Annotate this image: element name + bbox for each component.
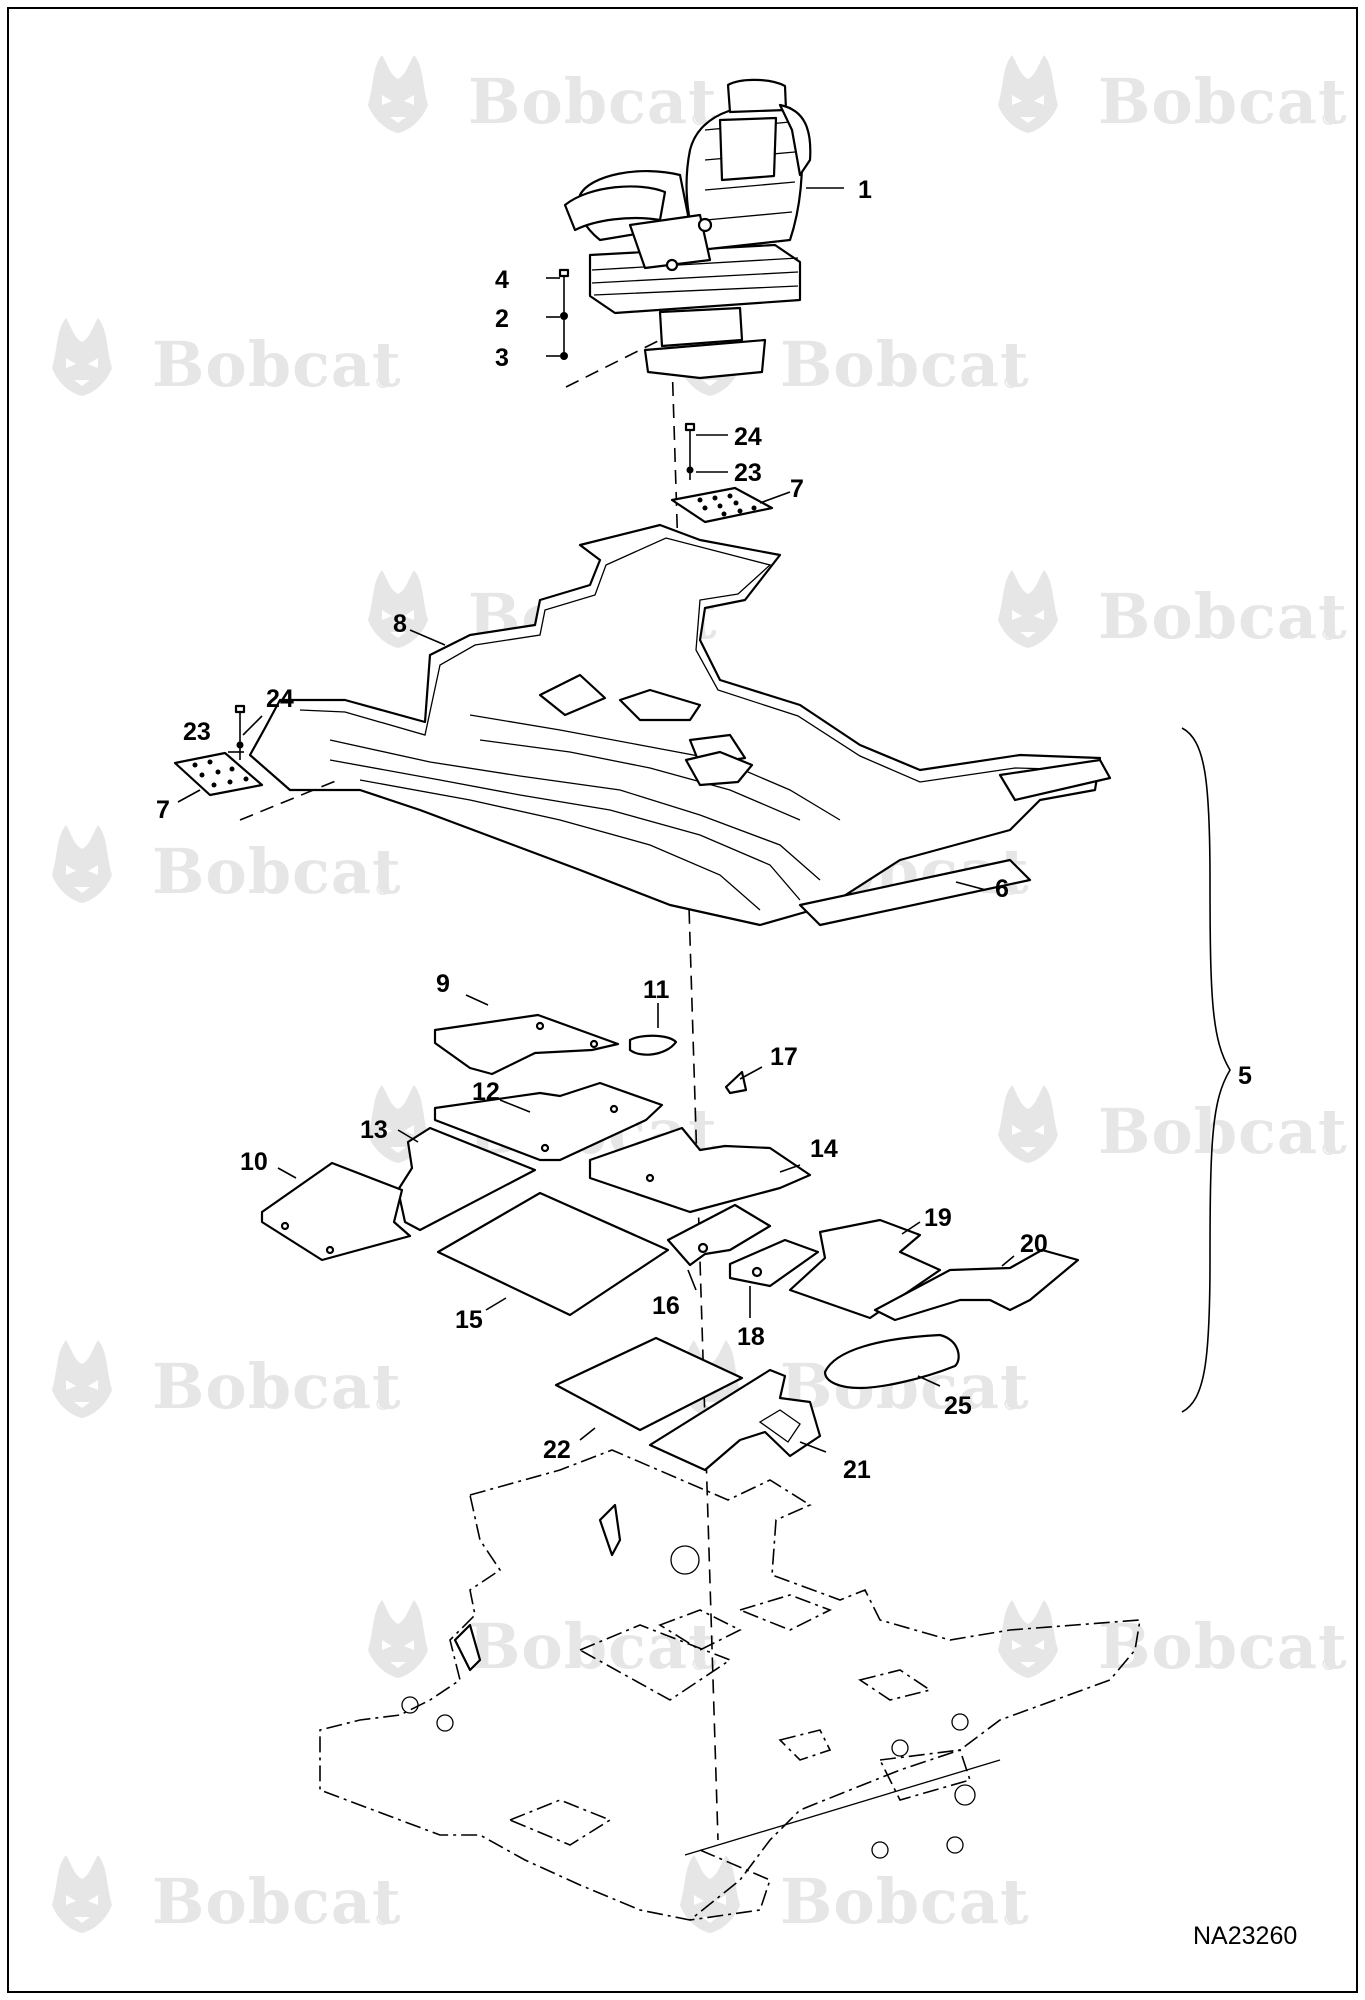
- svg-text:®: ®: [1320, 1654, 1339, 1675]
- svg-text:®: ®: [374, 1909, 393, 1930]
- svg-text:Bobcat: Bobcat: [780, 328, 1030, 401]
- callout-2: 2: [495, 305, 509, 333]
- callout-17: 17: [770, 1043, 798, 1071]
- callout-20: 20: [1020, 1230, 1048, 1258]
- callout-8: 8: [393, 610, 407, 638]
- callout-7-right: 7: [790, 475, 804, 503]
- watermark: Bobcat ®: [680, 318, 1030, 401]
- mat-17: [724, 1070, 748, 1095]
- watermark: Bobcat ®: [998, 55, 1348, 138]
- callout-12: 12: [472, 1078, 500, 1106]
- mat-20: [873, 1248, 1080, 1322]
- callout-4: 4: [495, 266, 509, 294]
- callout-15: 15: [455, 1306, 483, 1334]
- svg-text:®: ®: [1320, 1139, 1339, 1160]
- cab-base-frame: [319, 1449, 1141, 1921]
- mat-19: [788, 1218, 942, 1320]
- callout-19: 19: [924, 1204, 952, 1232]
- svg-text:Bobcat: Bobcat: [152, 328, 402, 401]
- callout-9: 9: [436, 970, 450, 998]
- left-plate-mount-line: [239, 779, 339, 821]
- mat-11: [628, 1034, 678, 1056]
- seat-bolt-stack: [558, 268, 570, 360]
- mat-9: [433, 1013, 620, 1076]
- svg-text:®: ®: [374, 879, 393, 900]
- callout-14: 14: [810, 1135, 838, 1163]
- mat-14: [588, 1126, 812, 1214]
- callout-labels: 1 2 3 4 5 6 7 7 8 9 10 11 12 13 14 15 16…: [156, 176, 1297, 1950]
- watermark: Bobcat ®: [52, 1340, 402, 1423]
- callout-7-left: 7: [156, 796, 170, 824]
- mat-18: [728, 1238, 820, 1288]
- mat-10: [260, 1161, 412, 1262]
- document-id: NA23260: [1193, 1922, 1297, 1950]
- mat-16: [666, 1203, 772, 1267]
- svg-text:®: ®: [1002, 1909, 1021, 1930]
- watermark: Bobcat ®: [998, 570, 1348, 653]
- callout-18: 18: [737, 1323, 765, 1351]
- svg-text:®: ®: [374, 1394, 393, 1415]
- step-plate-right: [670, 422, 774, 524]
- callout-5: 5: [1238, 1062, 1252, 1090]
- watermark: Bobcat ®: [52, 318, 402, 401]
- watermark: Bobcat ®: [52, 825, 402, 908]
- callout-23-right: 23: [734, 459, 762, 487]
- step-plate-left: [173, 704, 264, 797]
- watermark: Bobcat ®: [368, 55, 718, 138]
- mat-13: [396, 1126, 537, 1232]
- svg-text:Bobcat: Bobcat: [468, 65, 718, 138]
- callout-13: 13: [360, 1116, 388, 1144]
- svg-text:®: ®: [1320, 624, 1339, 645]
- leader-lines: [177, 187, 1231, 1453]
- mat-25: [823, 1333, 960, 1390]
- mat-21: [648, 1368, 822, 1472]
- callout-24-left: 24: [266, 685, 294, 713]
- svg-text:®: ®: [1002, 372, 1021, 393]
- svg-text:Bobcat: Bobcat: [152, 835, 402, 908]
- callout-25: 25: [944, 1392, 972, 1420]
- svg-text:Bobcat: Bobcat: [152, 1350, 402, 1423]
- svg-text:Bobcat: Bobcat: [1098, 1095, 1348, 1168]
- callout-16: 16: [652, 1292, 680, 1320]
- callout-22: 22: [543, 1436, 571, 1464]
- mat-15: [436, 1191, 670, 1317]
- floor-pan-assembly: [248, 523, 1112, 927]
- svg-text:®: ®: [374, 372, 393, 393]
- svg-text:Bobcat: Bobcat: [152, 1865, 402, 1938]
- floor-mats: [260, 1013, 1080, 1472]
- operator-seat: [563, 78, 812, 380]
- svg-text:®: ®: [1320, 109, 1339, 130]
- svg-text:Bobcat: Bobcat: [468, 1610, 718, 1683]
- svg-text:®: ®: [1002, 1394, 1021, 1415]
- diagram-frame: [7, 7, 1358, 1993]
- callout-3: 3: [495, 344, 509, 372]
- watermark: Bobcat ®: [52, 1855, 402, 1938]
- callout-24-right: 24: [734, 423, 762, 451]
- svg-text:®: ®: [690, 1654, 709, 1675]
- callout-1: 1: [858, 176, 872, 204]
- svg-text:Bobcat: Bobcat: [1098, 65, 1348, 138]
- callout-10: 10: [240, 1148, 268, 1176]
- watermark: Bobcat ®: [998, 1600, 1348, 1683]
- svg-text:Bobcat: Bobcat: [1098, 580, 1348, 653]
- watermark: Bobcat ®: [368, 1600, 718, 1683]
- callout-11: 11: [643, 976, 670, 1004]
- svg-text:Bobcat: Bobcat: [1098, 1610, 1348, 1683]
- mat-12: [433, 1081, 664, 1162]
- seat-mount-line: [565, 337, 665, 388]
- callout-23-left: 23: [183, 718, 211, 746]
- callout-6: 6: [995, 875, 1009, 903]
- watermark: Bobcat ®: [680, 1855, 1030, 1938]
- callout-21: 21: [843, 1456, 871, 1484]
- svg-text:Bobcat: Bobcat: [780, 1865, 1030, 1938]
- mat-22: [554, 1336, 744, 1432]
- watermark: Bobcat ®: [998, 1085, 1348, 1168]
